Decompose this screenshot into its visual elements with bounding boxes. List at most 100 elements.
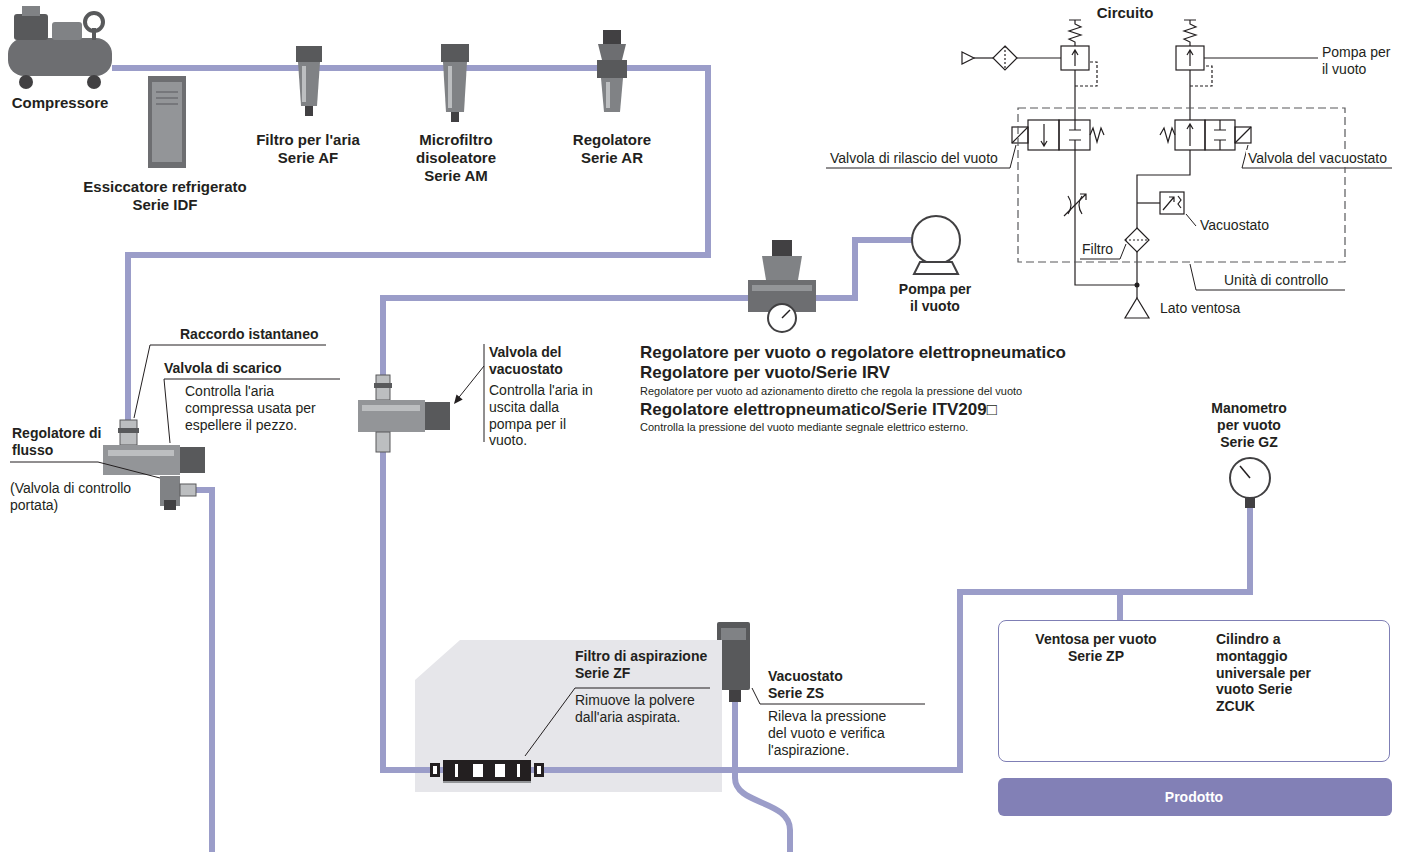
circuit-symbol (1125, 298, 1149, 318)
callout-description: Rileva la pressione del vuoto e verifica… (768, 708, 908, 758)
panel-fill (415, 640, 722, 792)
equipment-label: Pompa per il vuoto (893, 281, 977, 315)
circuit-symbol (1061, 46, 1089, 70)
circuit-symbol (1176, 46, 1204, 70)
circuit-symbol (1204, 57, 1318, 58)
pipe (735, 702, 790, 852)
suction-filter-icon (495, 764, 505, 777)
callout-description: Controlla l'aria compressa usata per esp… (185, 383, 337, 433)
product-name: Ventosa per vuoto Serie ZP (1021, 631, 1171, 665)
suction-filter-icon (443, 781, 531, 783)
exhaust-valve-icon (118, 428, 139, 433)
callout-note: (Valvola di controllo portata) (10, 480, 160, 514)
leader-arrowhead (454, 394, 463, 404)
regulator-icon (603, 30, 621, 44)
product-description: Regolatore per vuoto ad azionamento dire… (640, 385, 1022, 398)
leader-line (484, 344, 485, 442)
circuit-symbol (1125, 239, 1149, 240)
circuit-symbol (1137, 150, 1190, 228)
circuit-symbol (1072, 50, 1078, 66)
circuit-symbol (962, 52, 974, 64)
vacuum-valve-icon (376, 432, 390, 452)
suction-filter-icon (473, 764, 483, 777)
circuit-label: Lato ventosa (1160, 300, 1240, 317)
equipment-label: Regolatore Serie AR (562, 131, 662, 167)
mist-separator-icon (443, 62, 467, 112)
panel-heading: Filtro di aspirazione Serie ZF (575, 648, 715, 682)
product-description: Controlla la pressione del vuoto mediant… (640, 421, 968, 434)
air-filter-icon (302, 66, 306, 102)
circuit-symbol (1069, 120, 1081, 150)
pipe (816, 240, 912, 298)
circuit-symbol (1041, 124, 1047, 146)
suction-filter-icon (430, 760, 544, 783)
pipe (383, 452, 415, 770)
dryer-icon (148, 76, 186, 168)
leader-line (1186, 214, 1196, 226)
circuit-symbol (1074, 70, 1075, 120)
circuit-symbol (1017, 57, 1061, 58)
air-filter-icon (298, 62, 320, 106)
callout-label: Valvola del vacuostato (489, 344, 599, 378)
pipe (1120, 508, 1250, 592)
vacuum-pump-icon (912, 216, 960, 274)
circuit-symbol (1178, 196, 1181, 208)
suction-filter-icon (517, 764, 520, 777)
compressor-icon (92, 28, 96, 40)
circuit-label: Unità di controllo (1224, 272, 1328, 289)
vacuum-pump-icon (914, 262, 958, 274)
circuit-symbol (1187, 50, 1193, 66)
circuit-symbol (1235, 127, 1251, 143)
dryer-icon (156, 92, 178, 104)
circuit-junction (1135, 283, 1140, 288)
exhaust-valve-icon (108, 450, 174, 456)
panel-description: Rimuove la polvere dall'aria aspirata. (575, 692, 713, 726)
vacuum-regulator-icon (752, 285, 812, 291)
callout-label: Raccordo istantaneo (180, 326, 318, 343)
leader-line (826, 145, 1016, 168)
regulator-icon (597, 60, 627, 78)
circuit-symbol (1163, 197, 1174, 210)
exhaust-valve-icon (103, 420, 205, 510)
vacuum-switch-icon (721, 628, 746, 640)
circuit-label: Vacuostato (1198, 217, 1271, 234)
circuit-symbol (1160, 128, 1175, 142)
air-filter-icon (296, 46, 322, 62)
compressor-icon (8, 6, 112, 89)
vacuum-regulator-icon (782, 310, 790, 318)
circuit-symbol (1175, 120, 1205, 150)
leader-line (1190, 264, 1345, 290)
suction-filter-icon (433, 766, 437, 774)
circuit-symbol (1004, 46, 1005, 70)
compressor-icon (52, 22, 82, 40)
equipment-label: Microfiltro disoleatore Serie AM (401, 131, 511, 185)
vacuum-valve-icon (358, 400, 425, 432)
mist-separator-icon (441, 44, 469, 122)
circuit-symbol (1064, 194, 1086, 216)
regulator-icon (598, 44, 626, 60)
circuit-symbol (1018, 108, 1345, 262)
dryer-icon (148, 76, 186, 168)
circuit-symbol (1059, 120, 1090, 150)
circuit-symbol (1187, 124, 1193, 146)
circuit-symbol (1235, 127, 1251, 143)
circuit-label: Filtro (1082, 241, 1113, 258)
vacuum-gauge-icon (1230, 458, 1270, 508)
suction-filter-icon (537, 766, 541, 774)
exhaust-valve-icon (180, 447, 205, 473)
compressor-icon (19, 75, 33, 89)
callout-description: Controlla l'aria in uscita dalla pompa p… (489, 382, 601, 449)
circuit-symbol (1137, 202, 1160, 203)
callout-label: Valvola di scarico (164, 360, 282, 377)
regulator-icon (597, 30, 627, 112)
mist-separator-icon (448, 66, 452, 108)
exhaust-valve-icon (180, 484, 196, 496)
circuit-symbol (1160, 192, 1184, 214)
vacuum-pump-icon (912, 216, 960, 264)
equipment-label: Essiccatore refrigerato Serie IDF (65, 178, 265, 214)
product-name: Cilindro a montaggio universale per vuot… (1216, 631, 1316, 715)
suction-filter-icon (534, 763, 544, 777)
circuit-symbol (1205, 120, 1235, 150)
circuit-symbol (1012, 127, 1028, 143)
